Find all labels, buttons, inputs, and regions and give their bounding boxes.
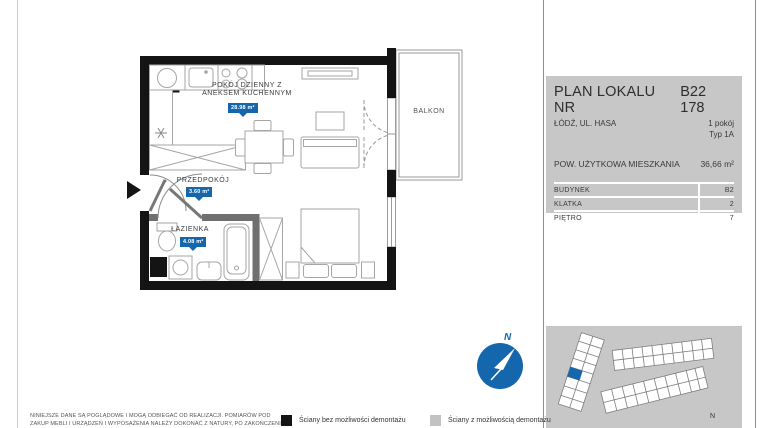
- compass-icon: [477, 343, 523, 389]
- area-label: POW. UŻYTKOWA MIESZKANIA: [554, 159, 680, 169]
- hob-burner-icon: [221, 68, 231, 78]
- floor-plan-drawing: [127, 48, 463, 290]
- area-value: 4.08 m²: [183, 239, 204, 245]
- site-plan-north-label: N: [710, 413, 716, 420]
- area-badge-living: 28.98 m²: [228, 103, 258, 117]
- unit-info-card: PLAN LOKALU NR B22 178 ŁÓDŹ, UL. HASA 1 …: [546, 76, 742, 226]
- room-label-balcony: BALKON: [413, 108, 445, 115]
- bed-icon: [285, 208, 375, 279]
- unit-number: B22 178: [680, 84, 707, 116]
- walls-black: [140, 48, 396, 290]
- coffee-table-icon: [315, 111, 345, 131]
- site-plan-map: [557, 332, 715, 414]
- legend-label: Ściany z możliwością demontażu: [448, 417, 551, 424]
- area-value: 3.60 m²: [189, 189, 210, 195]
- area-total-value: 36,66 m²: [700, 159, 734, 169]
- wardrobe-bedroom-icon: [259, 217, 283, 281]
- room-label-living: POKÓJ DZIENNY Z ANEKSEM KUCHENNYM: [202, 82, 292, 97]
- legend-item-solid-walls: Ściany bez możliwości demontażu: [281, 415, 406, 426]
- row-label: BUDYNEK: [554, 187, 590, 194]
- room-label-hall: PRZEDPOKÓJ: [176, 177, 230, 184]
- unit-details-table: BUDYNEK B2 KLATKA 2 PIĘTRO 7: [554, 182, 734, 226]
- asterisk-symbol-icon: [155, 127, 167, 139]
- toilet-icon: [156, 222, 178, 252]
- tv-unit-icon: [301, 67, 359, 80]
- legend-item-removable-walls: Ściany z możliwością demontażu: [430, 415, 551, 426]
- hob-burner-icon: [236, 67, 248, 79]
- walls-gray: [149, 214, 260, 281]
- disclaimer-line: ZAKUP MEBLI I URZĄDZEŃ I WYPOSAŻENIA NAL…: [30, 421, 285, 427]
- hob-burner-icon: [236, 78, 248, 90]
- wardrobe-hall-icon: [149, 144, 246, 171]
- table-divider: [698, 184, 700, 226]
- sink-icon: [188, 67, 214, 88]
- washbasin-icon: [196, 261, 222, 281]
- sheet-border-line: [17, 0, 18, 428]
- balcony-door-swing: [363, 99, 390, 169]
- entrance-arrow-icon: [127, 181, 141, 199]
- table-row-staircase: KLATKA 2: [554, 198, 734, 212]
- row-value: 2: [729, 201, 734, 208]
- washing-machine-icon: [168, 255, 193, 280]
- fridge-icon: [157, 68, 177, 88]
- compass-north-label: N: [504, 332, 512, 343]
- row-value: B2: [724, 187, 734, 194]
- legend-swatch-gray: [430, 415, 441, 426]
- table-row-building: BUDYNEK B2: [554, 184, 734, 198]
- bathtub-icon: [223, 223, 250, 281]
- disclaimer-line: NINIEJSZE DANE SĄ POGLĄDOWE I MOGĄ ODBIE…: [30, 413, 271, 419]
- row-label: PIĘTRO: [554, 215, 582, 222]
- highlighted-unit: [567, 366, 583, 381]
- area-badge-hall: 3.60 m²: [186, 187, 213, 201]
- bathroom-door-swing: [157, 173, 204, 220]
- legend-swatch-black: [281, 415, 292, 426]
- row-value: 7: [729, 215, 734, 222]
- dining-table-icon: [235, 120, 294, 174]
- table-row-floor: PIĘTRO 7: [554, 212, 734, 226]
- sofa-icon: [300, 136, 360, 169]
- disclaimer-text: NINIEJSZE DANE SĄ POGLĄDOWE I MOGĄ ODBIE…: [30, 412, 300, 428]
- legend-label: Ściany bez możliwości demontażu: [299, 417, 406, 424]
- room-label-bathroom: ŁAZIENKA: [171, 226, 209, 233]
- address: ŁÓDŹ, UL. HASA: [554, 119, 617, 128]
- hob-burner-icon: [221, 79, 231, 89]
- row-label: KLATKA: [554, 201, 583, 208]
- area-badge-bathroom: 4.08 m²: [180, 237, 207, 251]
- unit-type: Typ 1A: [709, 130, 734, 139]
- panel-title: PLAN LOKALU NR: [554, 84, 656, 116]
- area-value: 28.98 m²: [231, 105, 255, 111]
- rooms-count: 1 pokój: [708, 119, 734, 128]
- pillow-icon: [331, 264, 357, 278]
- pillow-icon: [303, 264, 329, 278]
